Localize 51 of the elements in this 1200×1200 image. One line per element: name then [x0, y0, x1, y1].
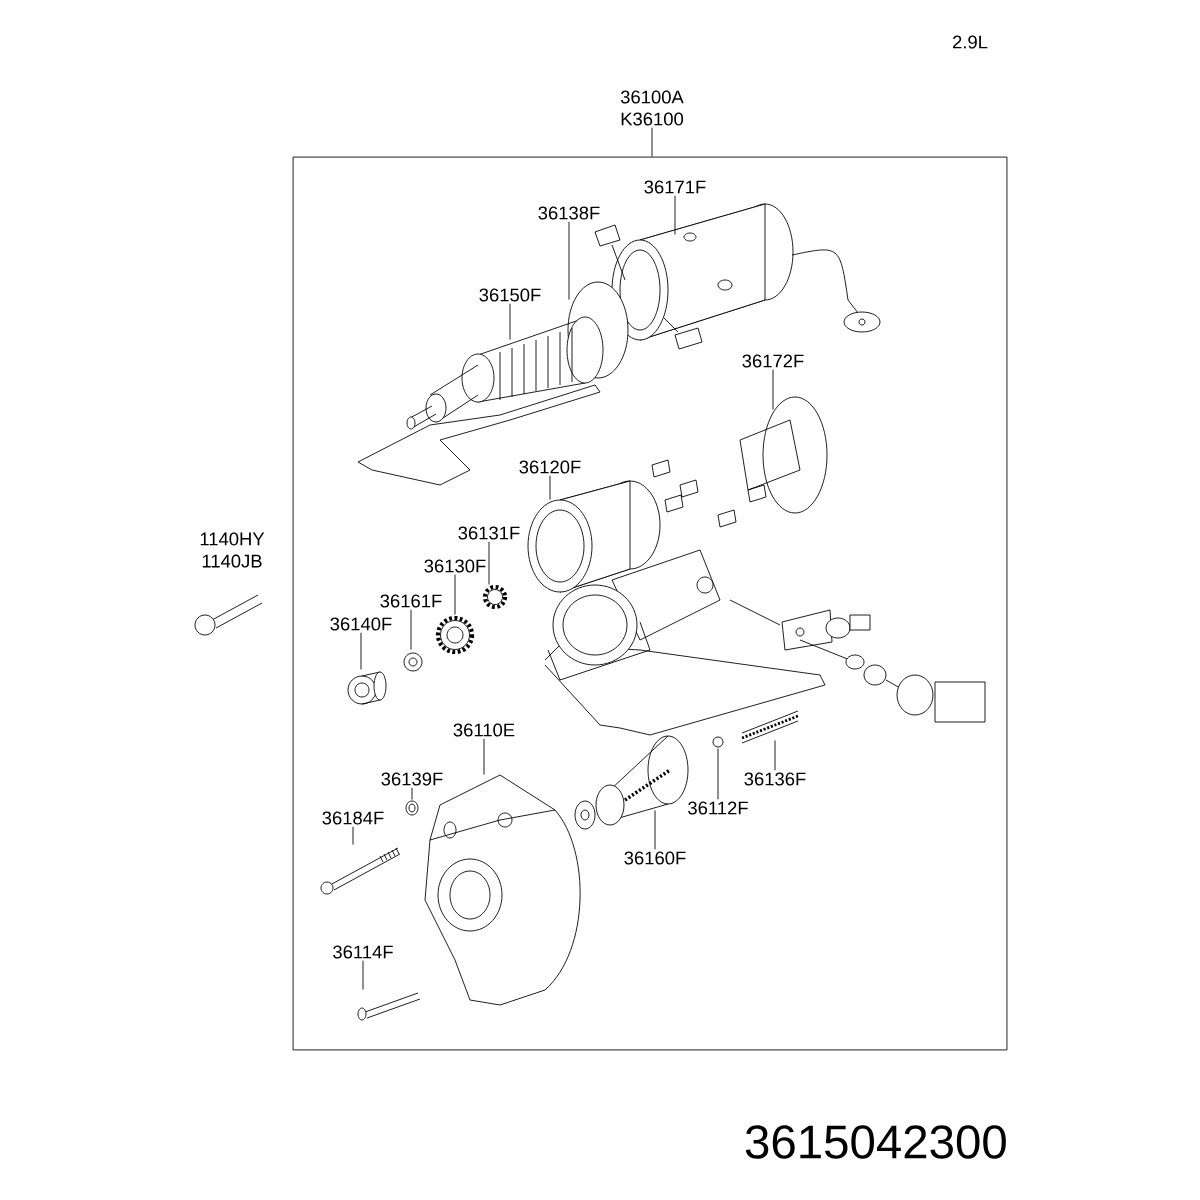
- part-number: 36120F: [519, 460, 581, 474]
- spring-drawing: [741, 710, 799, 744]
- frame-box: [292, 156, 1008, 1051]
- part-number: 1140HY 1140JB: [200, 532, 265, 568]
- leader-line: [568, 221, 570, 300]
- part-number: 36171F: [644, 180, 706, 194]
- leader-line: [352, 826, 354, 846]
- leader-line: [549, 475, 551, 500]
- retainer-drawing: [403, 652, 423, 672]
- clip-drawing: [712, 736, 724, 748]
- leader-line: [654, 810, 656, 850]
- yoke-drawing: [527, 480, 721, 681]
- part-number: 36100A K36100: [620, 90, 684, 126]
- leader-line: [774, 740, 776, 771]
- part-number: 36160F: [624, 851, 686, 865]
- gear-drawing: [435, 615, 475, 655]
- part-number: 36110E: [453, 723, 515, 737]
- part-number: 36114F: [333, 945, 393, 959]
- leader-line: [411, 787, 413, 800]
- leader-line: [651, 127, 653, 158]
- leader-line: [483, 738, 485, 776]
- leader-line: [717, 748, 719, 800]
- leader-line: [674, 195, 676, 235]
- armature-drawing: [406, 316, 604, 430]
- collar-drawing: [347, 671, 387, 705]
- part-number: 36130F: [424, 559, 486, 573]
- pinion-drawing: [574, 735, 689, 830]
- leader-line: [488, 541, 490, 585]
- leader-line: [454, 574, 456, 615]
- part-number: 3615042300: [745, 1125, 1006, 1159]
- leader-line: [360, 632, 362, 670]
- engine-size-text: 2.9L: [953, 35, 988, 49]
- part-number: 36136F: [744, 772, 806, 786]
- part-number: 36150F: [479, 288, 541, 302]
- part-number: 36112F: [688, 801, 748, 815]
- leader-line: [772, 369, 774, 410]
- gear-drawing: [482, 584, 508, 610]
- part-number: 36138F: [538, 206, 600, 220]
- part-number: 36161F: [380, 594, 442, 608]
- part-number: 36140F: [330, 617, 392, 631]
- leader-line: [362, 960, 364, 991]
- part-number: 36184F: [322, 811, 384, 825]
- part-number: 36139F: [381, 772, 443, 786]
- leader-line: [410, 609, 412, 650]
- bolt-drawing: [320, 847, 401, 895]
- leader-line: [509, 303, 511, 340]
- brush-holder-drawing: [651, 396, 828, 528]
- washer-drawing: [405, 800, 419, 816]
- bolt-drawing: [357, 992, 421, 1021]
- part-number: 36172F: [742, 354, 804, 368]
- part-number: 36131F: [458, 526, 520, 540]
